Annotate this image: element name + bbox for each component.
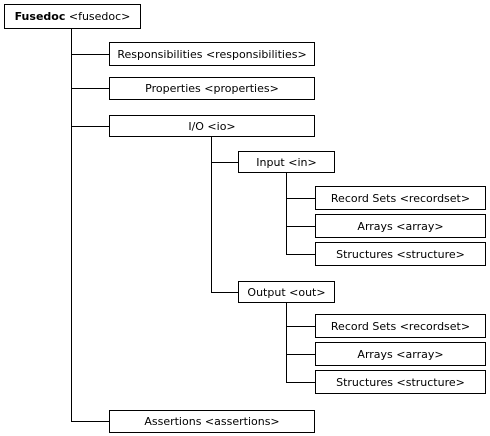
node-responsibilities: Responsibilities <responsibilities> — [109, 42, 315, 66]
connector-input-trunk — [286, 173, 287, 255]
node-fusedoc-name: Fusedoc — [14, 10, 66, 23]
node-io-label: I/O <io> — [188, 119, 236, 133]
node-input-array-label: Arrays <array> — [357, 219, 444, 233]
connector-io — [71, 126, 109, 127]
connector-assertions — [71, 421, 109, 422]
node-output-structure-label: Structures <structure> — [336, 375, 465, 389]
node-input-label: Input <in> — [256, 155, 317, 169]
node-assertions-label: Assertions <assertions> — [144, 415, 280, 428]
node-output-recordset-label: Record Sets <recordset> — [330, 319, 471, 333]
node-properties-label: Properties <properties> — [145, 82, 279, 95]
node-fusedoc: Fusedoc <fusedoc> — [4, 4, 141, 29]
node-responsibilities-label: Responsibilities <responsibilities> — [117, 47, 307, 61]
node-output-recordset: Record Sets <recordset> — [315, 314, 486, 338]
connector-output-array — [286, 354, 315, 355]
node-properties: Properties <properties> — [109, 77, 315, 100]
connector-input-recordset — [286, 198, 315, 199]
node-input-recordset: Record Sets <recordset> — [315, 186, 486, 210]
node-input-array: Arrays <array> — [315, 214, 486, 238]
connector-input-structure — [286, 254, 315, 255]
node-io: I/O <io> — [109, 115, 315, 137]
node-output-array-label: Arrays <array> — [357, 347, 444, 361]
connector-responsibilities — [71, 54, 109, 55]
connector-properties — [71, 88, 109, 89]
node-input-recordset-label: Record Sets <recordset> — [330, 191, 471, 205]
node-input-structure: Structures <structure> — [315, 242, 486, 266]
node-output: Output <out> — [238, 281, 335, 303]
node-assertions: Assertions <assertions> — [109, 410, 315, 433]
node-output-structure: Structures <structure> — [315, 370, 486, 394]
node-input-structure-label: Structures <structure> — [336, 247, 465, 261]
connector-output-structure — [286, 382, 315, 383]
node-output-array: Arrays <array> — [315, 342, 486, 366]
connector-io-trunk — [211, 137, 212, 293]
connector-input-array — [286, 226, 315, 227]
connector-output — [211, 292, 238, 293]
node-output-label: Output <out> — [247, 285, 326, 299]
node-fusedoc-tag: <fusedoc> — [68, 10, 131, 23]
connector-input — [211, 162, 238, 163]
connector-output-trunk — [286, 303, 287, 383]
connector-output-recordset — [286, 326, 315, 327]
node-input: Input <in> — [238, 151, 335, 173]
connector-root-trunk — [71, 29, 72, 422]
